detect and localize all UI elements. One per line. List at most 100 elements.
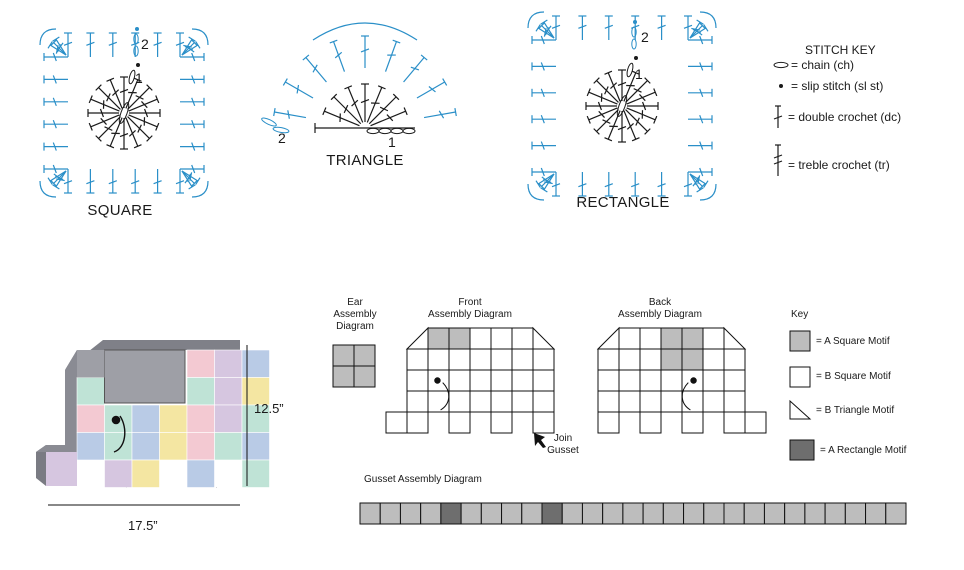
corner-stitch-top: [703, 180, 709, 188]
round2-stitch: [384, 41, 398, 72]
motif-cell: [406, 369, 429, 392]
round2-stitch-bar: [630, 183, 640, 188]
elephant-patch: [76, 377, 105, 406]
round1-stitch: [368, 96, 397, 125]
front-assembly-diagram: [385, 326, 556, 434]
round2-stitch: [423, 111, 456, 119]
stitch-key-symbols: [773, 61, 789, 176]
round1-stitch: [625, 109, 648, 132]
round1-stitch-bar: [119, 88, 129, 94]
round2-stitch-bar: [52, 52, 57, 62]
motif-cell: [639, 327, 662, 350]
round2-stitch-bar: [191, 142, 196, 151]
corner-stitch-top: [47, 177, 53, 185]
round2-stitch-top: [454, 107, 457, 117]
join-gusset-label: Join Gusset: [547, 433, 579, 456]
corner-stitch: [181, 170, 193, 188]
elephant-patch: [186, 432, 215, 461]
elephant-side-top: [65, 340, 240, 370]
round1-stitch-bar: [386, 114, 394, 122]
round2-stitch-bar: [699, 62, 704, 71]
gusset-square-cell: [683, 502, 705, 525]
round1-stitch-bar: [604, 86, 609, 95]
assembly-key-swatches: [789, 330, 815, 461]
round2-stitch-bar: [578, 24, 587, 29]
round1-stitch-top: [593, 77, 600, 84]
corner-arc: [699, 11, 717, 29]
round1-stitch-top: [644, 77, 651, 84]
round1-stitch-bar: [610, 82, 618, 89]
motif-cell: [406, 348, 429, 371]
corner-stitch: [55, 38, 67, 56]
round1-stitch: [98, 116, 121, 139]
corner-stitch-top: [50, 180, 57, 187]
round1-stitch: [623, 72, 637, 102]
elephant-trunk: [46, 452, 77, 486]
round2-stitch-bar: [86, 180, 95, 185]
round2-stitch-bar: [540, 62, 545, 71]
round1-stitch-bar: [379, 106, 389, 112]
round1-stitch: [596, 80, 619, 103]
base-chain: [390, 127, 404, 135]
motif-cell: [427, 390, 450, 413]
corner-stitch-top: [535, 24, 541, 32]
base-chain: [366, 127, 380, 135]
gusset-square-cell: [420, 502, 442, 525]
round2-stitch-bar: [63, 41, 73, 46]
leg-cell: [639, 411, 662, 434]
round2-arc: [312, 22, 418, 41]
round1-stitch-top: [106, 144, 115, 149]
round1-stitch-bar: [635, 117, 640, 126]
round1-stitch-top: [106, 77, 115, 82]
round1-stitch-top: [88, 95, 93, 104]
slip-stitch-icon: [779, 84, 783, 88]
motif-cell: [639, 369, 662, 392]
corner-stitch-top: [540, 19, 548, 25]
corner-arc: [191, 180, 209, 198]
gusset-square-cell: [662, 502, 685, 525]
round1-stitch-top: [586, 115, 591, 124]
round1-stitch-top: [146, 135, 153, 142]
elephant-width-label: 17.5”: [128, 518, 158, 533]
round1-stitch: [596, 109, 619, 132]
gusset-square-cell: [784, 502, 806, 525]
motif-cell: [660, 327, 683, 350]
round2-stitch-bar: [540, 35, 545, 45]
motif-cell: [448, 348, 471, 371]
motif-cell: [511, 348, 534, 371]
round1-stitch: [324, 110, 360, 127]
gusset-square-cell: [804, 502, 826, 525]
ear-cell: [332, 365, 355, 388]
corner-stitch-top: [538, 183, 545, 190]
base-chain: [402, 127, 416, 135]
elephant-gap: [159, 460, 187, 488]
round1-stitch-bar: [343, 104, 349, 114]
corner-stitch: [541, 25, 555, 39]
round1-stitch-bar: [104, 126, 113, 131]
gusset-square-cell: [521, 502, 543, 525]
leg-cell: [723, 411, 746, 434]
assembly-key-b-triangle: = B Triangle Motif: [816, 405, 895, 416]
round2-stitch-bar: [296, 84, 300, 94]
corner-stitch-bar: [697, 175, 701, 184]
round1-stitch-bar: [602, 119, 611, 124]
round2-stitch-bar: [428, 86, 436, 93]
elephant-illustration: [36, 340, 270, 488]
elephant-patch: [186, 349, 215, 378]
motif-cell: [660, 369, 683, 392]
corner-stitch-top: [696, 19, 704, 25]
elephant-patch: [186, 404, 215, 433]
ear-assembly-diagram: [332, 344, 376, 388]
corner-stitch-top: [195, 41, 201, 49]
double-crochet-icon: [773, 105, 783, 128]
round2-stitch-bar: [438, 110, 445, 119]
corner-arc: [699, 183, 717, 201]
elephant-patch: [214, 404, 243, 433]
round2-stitch-bar: [191, 164, 196, 174]
motif-cell: [511, 390, 534, 413]
round2-stitch-bar: [699, 114, 704, 124]
ear-cell: [353, 365, 376, 388]
corner-stitch-bar: [543, 28, 547, 37]
motif-cell: [469, 390, 492, 413]
